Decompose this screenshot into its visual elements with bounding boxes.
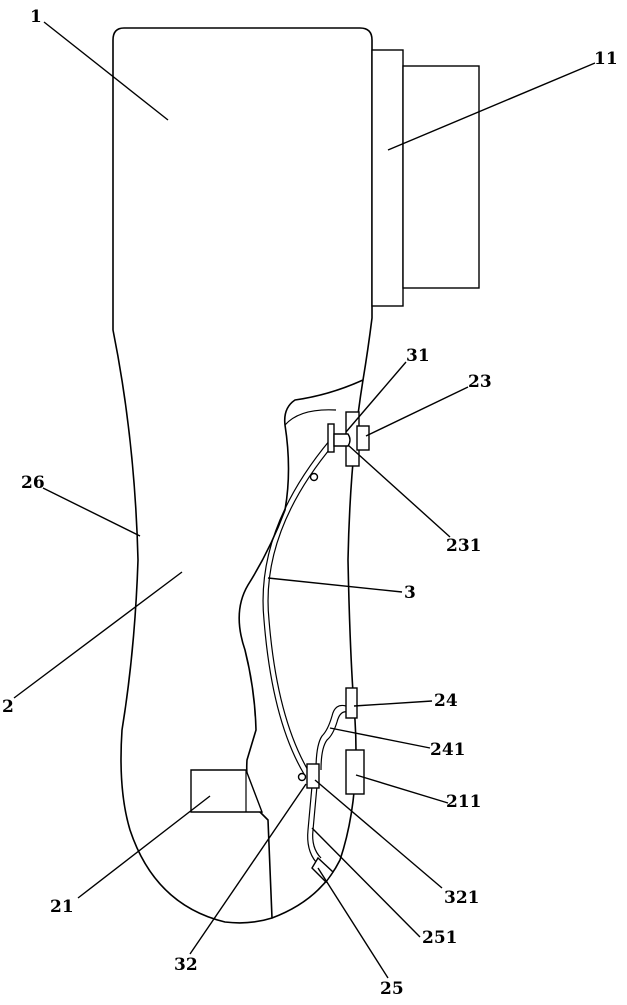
label-3: 3 <box>404 583 416 603</box>
leader-1 <box>43 21 169 121</box>
leader-24 <box>353 700 433 707</box>
leader-2 <box>13 571 183 699</box>
leader-251 <box>311 827 421 938</box>
label-24: 24 <box>434 691 458 711</box>
plate-31 <box>327 423 335 453</box>
leader-31 <box>345 361 407 433</box>
rod-3-inner <box>267 443 335 773</box>
leader-241 <box>329 727 431 749</box>
leader-25 <box>317 867 389 979</box>
leader-231 <box>347 444 451 538</box>
label-1: 1 <box>30 7 42 27</box>
joint-321-pin <box>297 772 307 782</box>
joint-32 <box>306 763 320 789</box>
switch-23-button <box>356 425 370 451</box>
leader-23 <box>365 386 469 437</box>
component-25 <box>311 856 334 884</box>
leader-26 <box>42 487 141 537</box>
rod-upper-joint <box>309 472 319 482</box>
component-211 <box>345 749 365 795</box>
label-23: 23 <box>468 372 492 392</box>
label-31: 31 <box>406 346 430 366</box>
label-26: 26 <box>21 473 45 493</box>
label-251: 251 <box>422 928 458 948</box>
label-32: 32 <box>174 955 198 975</box>
strap-21 <box>190 769 264 813</box>
cavity-upper-curve <box>284 409 337 426</box>
attachment-outer-block <box>371 49 404 307</box>
wire-241 <box>315 704 347 771</box>
head-body-outline <box>112 27 373 924</box>
wire-251 <box>307 785 317 863</box>
label-21: 21 <box>50 897 74 917</box>
attachment-inner-block <box>402 65 480 289</box>
label-211: 211 <box>446 792 482 812</box>
leader-321 <box>314 779 443 889</box>
leader-32 <box>189 783 307 955</box>
connector-231 <box>333 433 351 447</box>
label-2: 2 <box>2 697 14 717</box>
label-11: 11 <box>594 49 618 69</box>
leader-3 <box>267 577 403 593</box>
leader-211 <box>355 774 449 804</box>
label-241: 241 <box>430 740 466 760</box>
label-231: 231 <box>446 536 482 556</box>
leader-21 <box>77 795 211 899</box>
wire-241-inner <box>320 711 349 771</box>
label-321: 321 <box>444 888 480 908</box>
leader-11 <box>387 62 596 151</box>
component-24 <box>345 687 358 719</box>
rod-3-outer <box>262 439 331 775</box>
wire-251-inner <box>312 785 322 859</box>
label-25: 25 <box>380 979 404 999</box>
